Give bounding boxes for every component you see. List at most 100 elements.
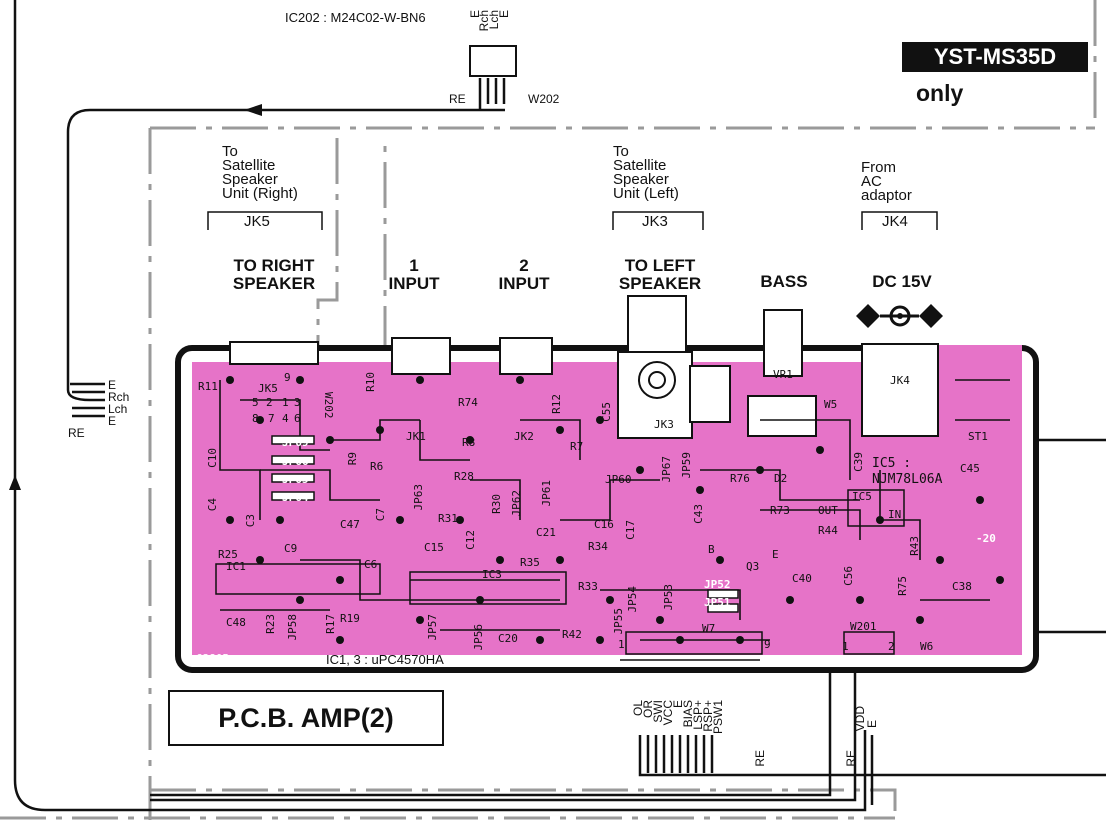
bus-label-re: RE: [68, 426, 85, 440]
solder-pad: [256, 556, 264, 564]
pcb-label-c38: C38: [952, 580, 972, 593]
pcb-label-jk4: JK4: [890, 374, 910, 387]
pcb-label-jp67: JP67: [660, 456, 673, 483]
pcb-label-c40: C40: [792, 572, 812, 585]
bus-label-e2: E: [108, 414, 117, 428]
solder-pad: [996, 576, 1004, 584]
pcb-label-in: IN: [888, 508, 902, 521]
pcb-label-jp65: JP65: [282, 473, 309, 486]
pcb-label-d2: D2: [774, 472, 788, 485]
w201-signal-vdd: VDD: [853, 706, 867, 732]
pcb-label-c15: C15: [424, 541, 444, 554]
pcb-label-w7: W7: [702, 622, 716, 635]
pcb-label-r75: R75: [896, 576, 909, 596]
solder-pad: [326, 436, 334, 444]
pcb-label-out: OUT: [818, 504, 838, 517]
re-top-label: RE: [449, 92, 466, 106]
pcb-label-r12: R12: [550, 394, 563, 414]
pcb-label-p7: 7: [268, 412, 275, 425]
pcb-label-c39: C39: [852, 452, 865, 472]
solder-pad: [416, 376, 424, 384]
pcb-label-jp64: JP64: [282, 491, 309, 504]
pcb-label-c4: C4: [206, 498, 219, 512]
pcb-label-r74: R74: [458, 396, 478, 409]
solder-pad: [596, 416, 604, 424]
solder-pad: [876, 516, 884, 524]
bus-label-lch: Lch: [108, 402, 128, 416]
pcb-label-w7-pin1: 1: [618, 638, 625, 651]
pcb-label-p5: 5: [252, 396, 259, 409]
ic5-footprint: [847, 489, 905, 527]
pcb-pads: [226, 376, 1004, 644]
w201-signal-re: RE: [844, 750, 858, 767]
pcb-label-w7-pin9: 9: [764, 638, 771, 651]
pcb-label-r8: R8: [462, 436, 476, 449]
solder-pad: [466, 436, 474, 444]
pcb-label-ic1: IC1: [226, 560, 246, 573]
pcb-title: P.C.B. AMP(2): [168, 690, 444, 746]
pcb-label-c20: C20: [498, 632, 518, 645]
pcb-label-r34: R34: [588, 540, 608, 553]
arrow-up-icon: [9, 475, 21, 490]
solder-pad: [376, 426, 384, 434]
pcb-label-jp69: JP69: [282, 436, 309, 449]
solder-pad: [856, 596, 864, 604]
pcb-label-jk2: JK2: [514, 430, 534, 443]
solder-pad: [396, 516, 404, 524]
pcb-label-r17: R17: [324, 614, 337, 634]
w7-signal-re: RE: [753, 750, 767, 767]
ic3-footprint: [409, 571, 567, 605]
pcb-label-p6: 6: [294, 412, 301, 425]
pcb-label-jp51: JP51: [704, 596, 731, 609]
pcb-label-st1: ST1: [968, 430, 988, 443]
pcb-label-p8: 8: [252, 412, 259, 425]
w201-connector: [843, 631, 895, 655]
ic1-footprint: [215, 563, 381, 595]
pcb-label-neg20: -20: [976, 532, 996, 545]
pcb-label-jp61: JP61: [540, 480, 553, 507]
ic13-note: IC1, 3 : uPC4570HA: [326, 652, 444, 667]
solder-pad: [976, 496, 984, 504]
solder-pad: [416, 616, 424, 624]
pcb-label-c45: C45: [960, 462, 980, 475]
w202-connector: [469, 45, 517, 77]
pcb-label-c48: C48: [226, 616, 246, 629]
pcb-label-r31: R31: [438, 512, 458, 525]
solder-pad: [226, 516, 234, 524]
solder-pad: [276, 516, 284, 524]
pcb-label-jp59: JP59: [680, 452, 693, 479]
pcb-label-r33: R33: [578, 580, 598, 593]
pcb-label-r10: R10: [364, 372, 377, 392]
pcb-label-c47: C47: [340, 518, 360, 531]
w202-label: W202: [528, 92, 560, 106]
pcb-label-ic5-part: NJM78L06A: [872, 472, 943, 487]
solder-pad: [656, 616, 664, 624]
pcb-label-w201: W201: [850, 620, 877, 633]
pcb-label-p2: 2: [266, 396, 273, 409]
pcb-label-c56: C56: [842, 566, 855, 586]
bass-caption: BASS: [760, 272, 808, 291]
pcb-label-b: B: [708, 543, 715, 556]
solder-pad: [716, 556, 724, 564]
jk3-name: JK3: [642, 213, 668, 230]
pcb-label-jp52: JP52: [704, 578, 731, 591]
w202-pin-e2: E: [497, 10, 511, 19]
pcb-label-vr1: VR1: [773, 368, 793, 381]
jk4-name: JK4: [882, 213, 908, 230]
pcb-label-jp62: JP62: [510, 490, 523, 517]
bus-label-rch: Rch: [108, 390, 130, 404]
solder-pad: [786, 596, 794, 604]
pcb-label-w201-pin2: 2: [888, 640, 895, 653]
solder-pad: [516, 376, 524, 384]
dc-polarity-symbol: [856, 304, 943, 328]
pcb-label-r44: R44: [818, 524, 838, 537]
pcb-label-w201-pin1: 1: [842, 640, 849, 653]
jk4-caption: DC 15V: [872, 272, 932, 291]
bus-label-e: E: [108, 378, 117, 392]
